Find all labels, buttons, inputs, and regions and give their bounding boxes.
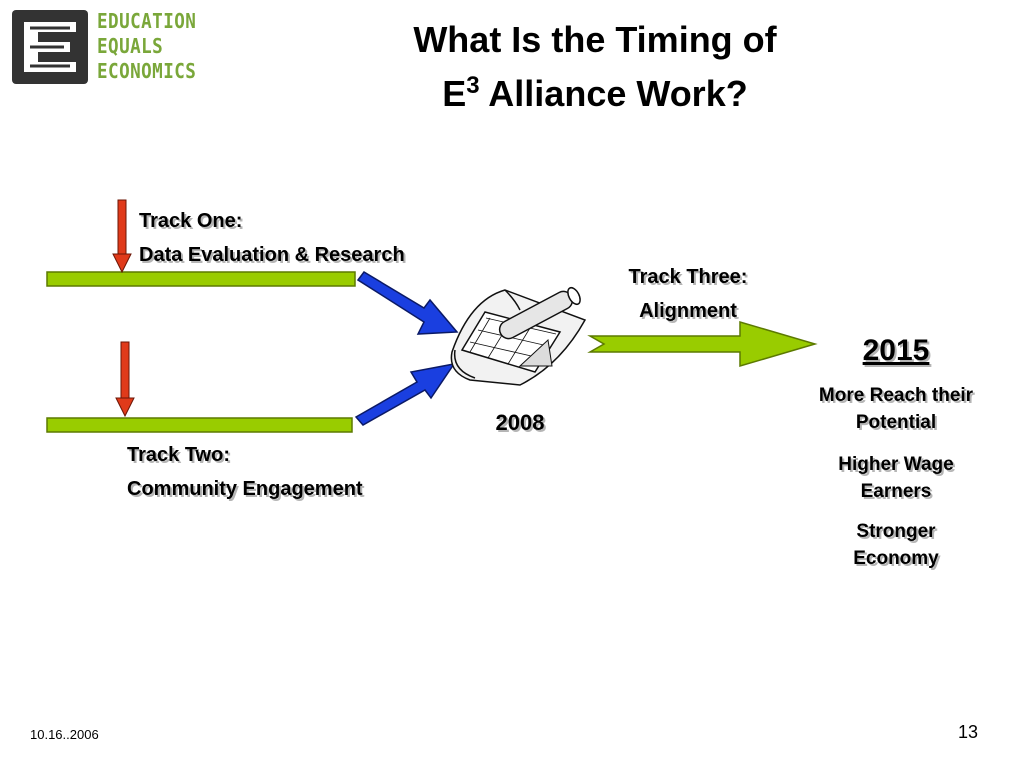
track-two-subtitle: Community Engagement (127, 478, 363, 500)
title-alliance-work: Alliance Work? (479, 73, 748, 114)
milestone-year: 2008 (495, 410, 545, 435)
outcome-item-wage-line2: Earners (860, 481, 932, 502)
outcome-item-reach-line2: Potential (855, 412, 937, 433)
logo-text-economics: ECONOMICS (97, 59, 197, 83)
track-one-heading: Track One: (139, 210, 243, 232)
track-two-heading: Track Two: (127, 444, 230, 466)
outcome-item-reach-line1: More Reach their (818, 385, 974, 406)
connector-arrow-upper (356, 271, 459, 335)
logo-mark-icon (12, 10, 88, 84)
track-two-down-arrow (115, 341, 135, 418)
page-number: 13 (958, 722, 979, 742)
track-one-down-arrow (112, 199, 132, 274)
outcome-item-economy-line2: Economy (853, 548, 939, 569)
footer-date: 10.16..2006 (30, 727, 99, 742)
logo-text-equals: EQUALS (97, 34, 164, 58)
logo-text-education: EDUCATION (97, 9, 197, 33)
title-e: E (442, 73, 467, 114)
track-one-bar (46, 271, 356, 287)
outcome-item-wage-line1: Higher Wage (838, 454, 954, 475)
page-title-line2: E3 Alliance Work? (330, 74, 860, 114)
alignment-arrow (587, 320, 818, 368)
track-one-subtitle: Data Evaluation & Research (139, 244, 405, 266)
blueprint-icon (450, 286, 587, 386)
track-three-heading: Track Three: (628, 266, 748, 288)
page-title-line1: What Is the Timing of (413, 19, 777, 60)
connector-arrow-lower (354, 362, 456, 426)
track-three-subtitle: Alignment (639, 300, 737, 322)
title-superscript: 3 (466, 72, 480, 99)
track-two-bar (46, 417, 353, 433)
outcome-year: 2015 (862, 334, 930, 367)
outcome-item-economy-line1: Stronger (856, 521, 936, 542)
